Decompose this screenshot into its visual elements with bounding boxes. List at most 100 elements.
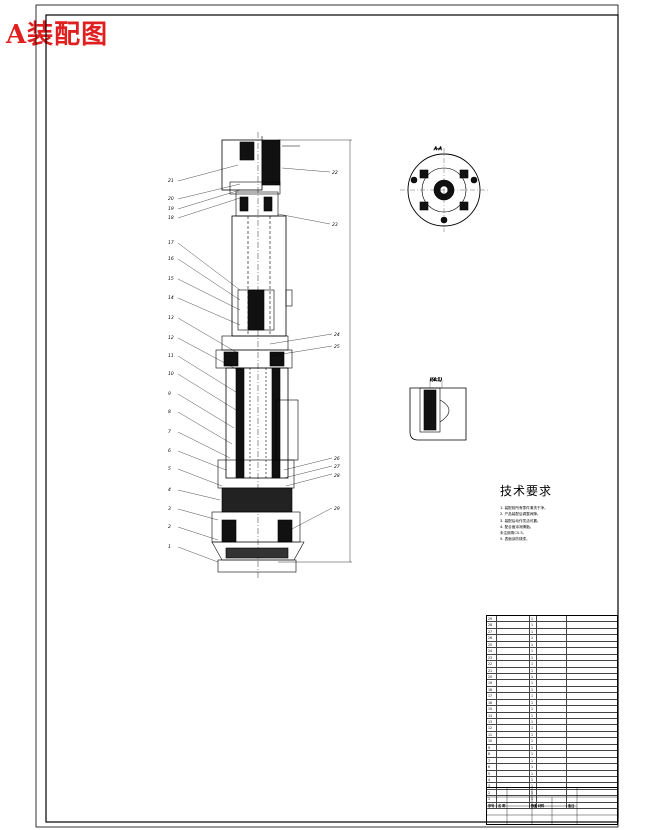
bom-cell-name <box>497 789 530 796</box>
bom-cell-qty: 1 <box>530 738 537 744</box>
callout-26: 26 <box>334 456 340 462</box>
bom-cell-no: 27 <box>487 628 497 635</box>
bom-header-cell: 备注 <box>568 803 575 808</box>
drawing-title: A装配图 <box>6 20 109 50</box>
main-assembly-section <box>211 132 352 578</box>
bom-cell-mat <box>537 770 567 776</box>
bom-cell-name <box>497 719 530 725</box>
bom-cell-mat <box>537 693 567 699</box>
callout-23: 23 <box>332 222 338 228</box>
callout-25: 25 <box>334 344 340 350</box>
section-label: A-A <box>433 146 442 152</box>
callout-leaders-left <box>177 164 241 563</box>
bom-cell-no: 19 <box>487 680 497 686</box>
callout-2: 2 <box>168 524 171 530</box>
bom-header-cell: 数量 <box>531 802 537 809</box>
section-view-a-a: A-A <box>400 146 488 232</box>
bom-cell-rem <box>567 751 617 756</box>
bom-cell-mat <box>537 764 567 770</box>
callout-16: 16 <box>168 256 174 262</box>
bom-cell-mat <box>537 744 567 751</box>
bom-cell-name <box>497 616 530 622</box>
bom-cell-no: 1 <box>487 796 497 802</box>
callout-22: 22 <box>332 170 338 176</box>
callout-24: 24 <box>334 332 340 338</box>
bom-cell-no: 22 <box>487 661 497 667</box>
callout-10: 10 <box>168 371 174 377</box>
bom-cell-qty: 1 <box>530 661 537 667</box>
bom-cell-no: 13 <box>487 719 497 725</box>
bom-cell-mat <box>537 789 567 796</box>
bom-cell-mat <box>537 622 567 628</box>
bom-cell-mat <box>537 719 567 725</box>
requirement-item: 1. 装配前所有零件清洗干净。 <box>500 506 548 510</box>
bom-cell-no: 25 <box>487 641 497 648</box>
bom-row: 27 1 <box>487 628 617 636</box>
bom-cell-rem <box>567 777 617 782</box>
bom-cell-name <box>497 712 530 718</box>
bom-cell-qty: 1 <box>530 744 537 751</box>
callout-13: 13 <box>168 315 174 321</box>
bom-cell-qty: 1 <box>530 725 537 731</box>
bom-cell-mat <box>537 738 567 744</box>
bom-cell-rem <box>567 680 617 685</box>
bom-cell-qty: 1 <box>530 673 537 680</box>
bom-cell-rem <box>567 725 617 730</box>
callout-15: 15 <box>168 276 174 282</box>
bom-cell-mat <box>537 757 567 764</box>
bom-cell-no: 16 <box>487 699 497 706</box>
callout-27: 27 <box>334 464 340 470</box>
bom-cell-mat <box>537 641 567 648</box>
bom-cell-mat <box>537 731 567 738</box>
bom-cell-mat <box>537 635 567 641</box>
bom-cell-rem <box>567 745 617 750</box>
bom-cell-qty: 1 <box>530 706 537 712</box>
bom-cell-no: 5 <box>487 770 497 776</box>
bom-cell-name <box>497 751 530 757</box>
bom-cell-rem <box>567 648 617 653</box>
bom-cell-qty: 1 <box>530 783 537 789</box>
bom-cell-name <box>497 635 530 641</box>
title-block <box>486 787 618 825</box>
bom-cell-rem <box>567 687 617 692</box>
bom-cell-rem <box>567 655 617 660</box>
detail-view-i: I(4:1) <box>409 377 467 441</box>
bom-cell-no: 14 <box>487 712 497 718</box>
bom-cell-no: 2 <box>487 789 497 796</box>
bom-cell-qty: 1 <box>530 654 537 661</box>
bom-cell-no: 29 <box>487 616 497 622</box>
bom-cell-name <box>497 757 530 764</box>
bom-cell-rem <box>567 635 617 640</box>
bom-cell-no: 18 <box>487 686 497 693</box>
bom-cell-mat <box>537 616 567 622</box>
bom-cell-name <box>497 738 530 744</box>
bom-cell-rem <box>567 758 617 763</box>
bom-cell-qty: 1 <box>530 628 537 635</box>
bom-cell-mat <box>537 667 567 673</box>
bom-cell-no: 24 <box>487 648 497 654</box>
bom-cell-qty: 1 <box>530 751 537 757</box>
requirement-item: 3. 装配后动作灵活可靠。 <box>500 518 541 523</box>
bom-cell-no: 6 <box>487 764 497 770</box>
requirement-item: 5. 表面涂防锈漆。 <box>500 537 530 542</box>
bom-cell-mat <box>537 712 567 718</box>
bom-cell-rem <box>567 719 617 724</box>
bom-cell-name <box>497 661 530 667</box>
bom-cell-qty: 1 <box>530 635 537 641</box>
callout-20: 20 <box>168 196 174 202</box>
bom-header-cell: 材料 <box>537 802 567 809</box>
